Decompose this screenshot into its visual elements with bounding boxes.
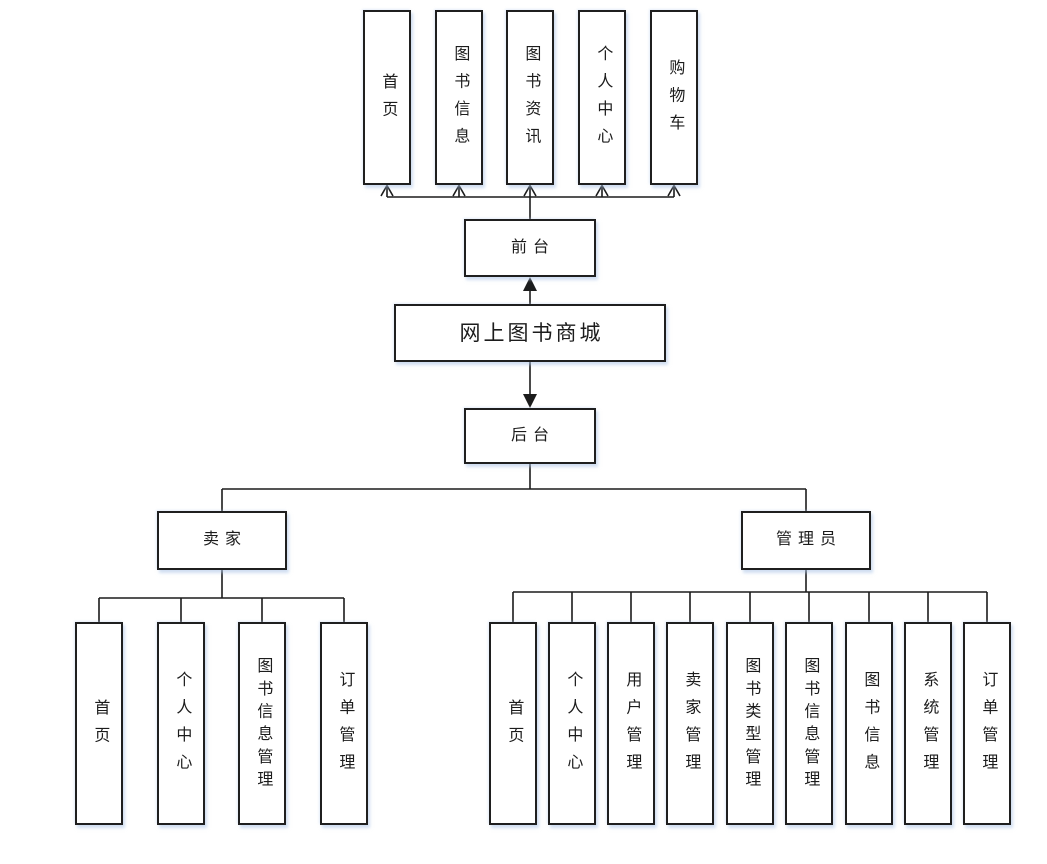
arrowhead-open <box>452 183 466 197</box>
node-admin-order-mgmt: 订单管理 <box>963 622 1011 825</box>
arrowhead-open <box>667 183 681 197</box>
node-seller-order-mgmt: 订单管理 <box>320 622 368 825</box>
node-front-shopping-cart: 购物车 <box>650 10 698 185</box>
arrowhead-down-solid <box>523 394 537 408</box>
node-admin-book-info-mgmt: 图书信息管理 <box>785 622 833 825</box>
node-admin-seller-mgmt: 卖家管理 <box>666 622 714 825</box>
node-front-book-info: 图书信息 <box>435 10 483 185</box>
arrowhead-up-solid <box>523 277 537 291</box>
node-seller-book-info-mgmt: 图书信息管理 <box>238 622 286 825</box>
arrowhead-open <box>523 183 537 197</box>
node-admin-system-mgmt: 系统管理 <box>904 622 952 825</box>
admin-child-stub <box>512 592 988 622</box>
node-admin-book-info: 图书信息 <box>845 622 893 825</box>
front-child-stub <box>386 186 675 197</box>
node-seller: 卖家 <box>157 511 287 570</box>
node-root-online-book-mall: 网上图书商城 <box>394 304 666 362</box>
seller-child-stub <box>98 598 345 622</box>
node-admin-user-mgmt: 用户管理 <box>607 622 655 825</box>
node-front-desk: 前台 <box>464 219 596 277</box>
node-admin: 管理员 <box>741 511 871 570</box>
node-front-home: 首页 <box>363 10 411 185</box>
node-back-desk: 后台 <box>464 408 596 464</box>
node-admin-book-type-mgmt: 图书类型管理 <box>726 622 774 825</box>
node-front-book-news: 图书资讯 <box>506 10 554 185</box>
arrowhead-open <box>595 183 609 197</box>
node-front-personal-center: 个人中心 <box>578 10 626 185</box>
node-admin-personal-center: 个人中心 <box>548 622 596 825</box>
arrowhead-open <box>380 183 394 197</box>
node-seller-personal-center: 个人中心 <box>157 622 205 825</box>
node-admin-home: 首页 <box>489 622 537 825</box>
node-seller-home: 首页 <box>75 622 123 825</box>
